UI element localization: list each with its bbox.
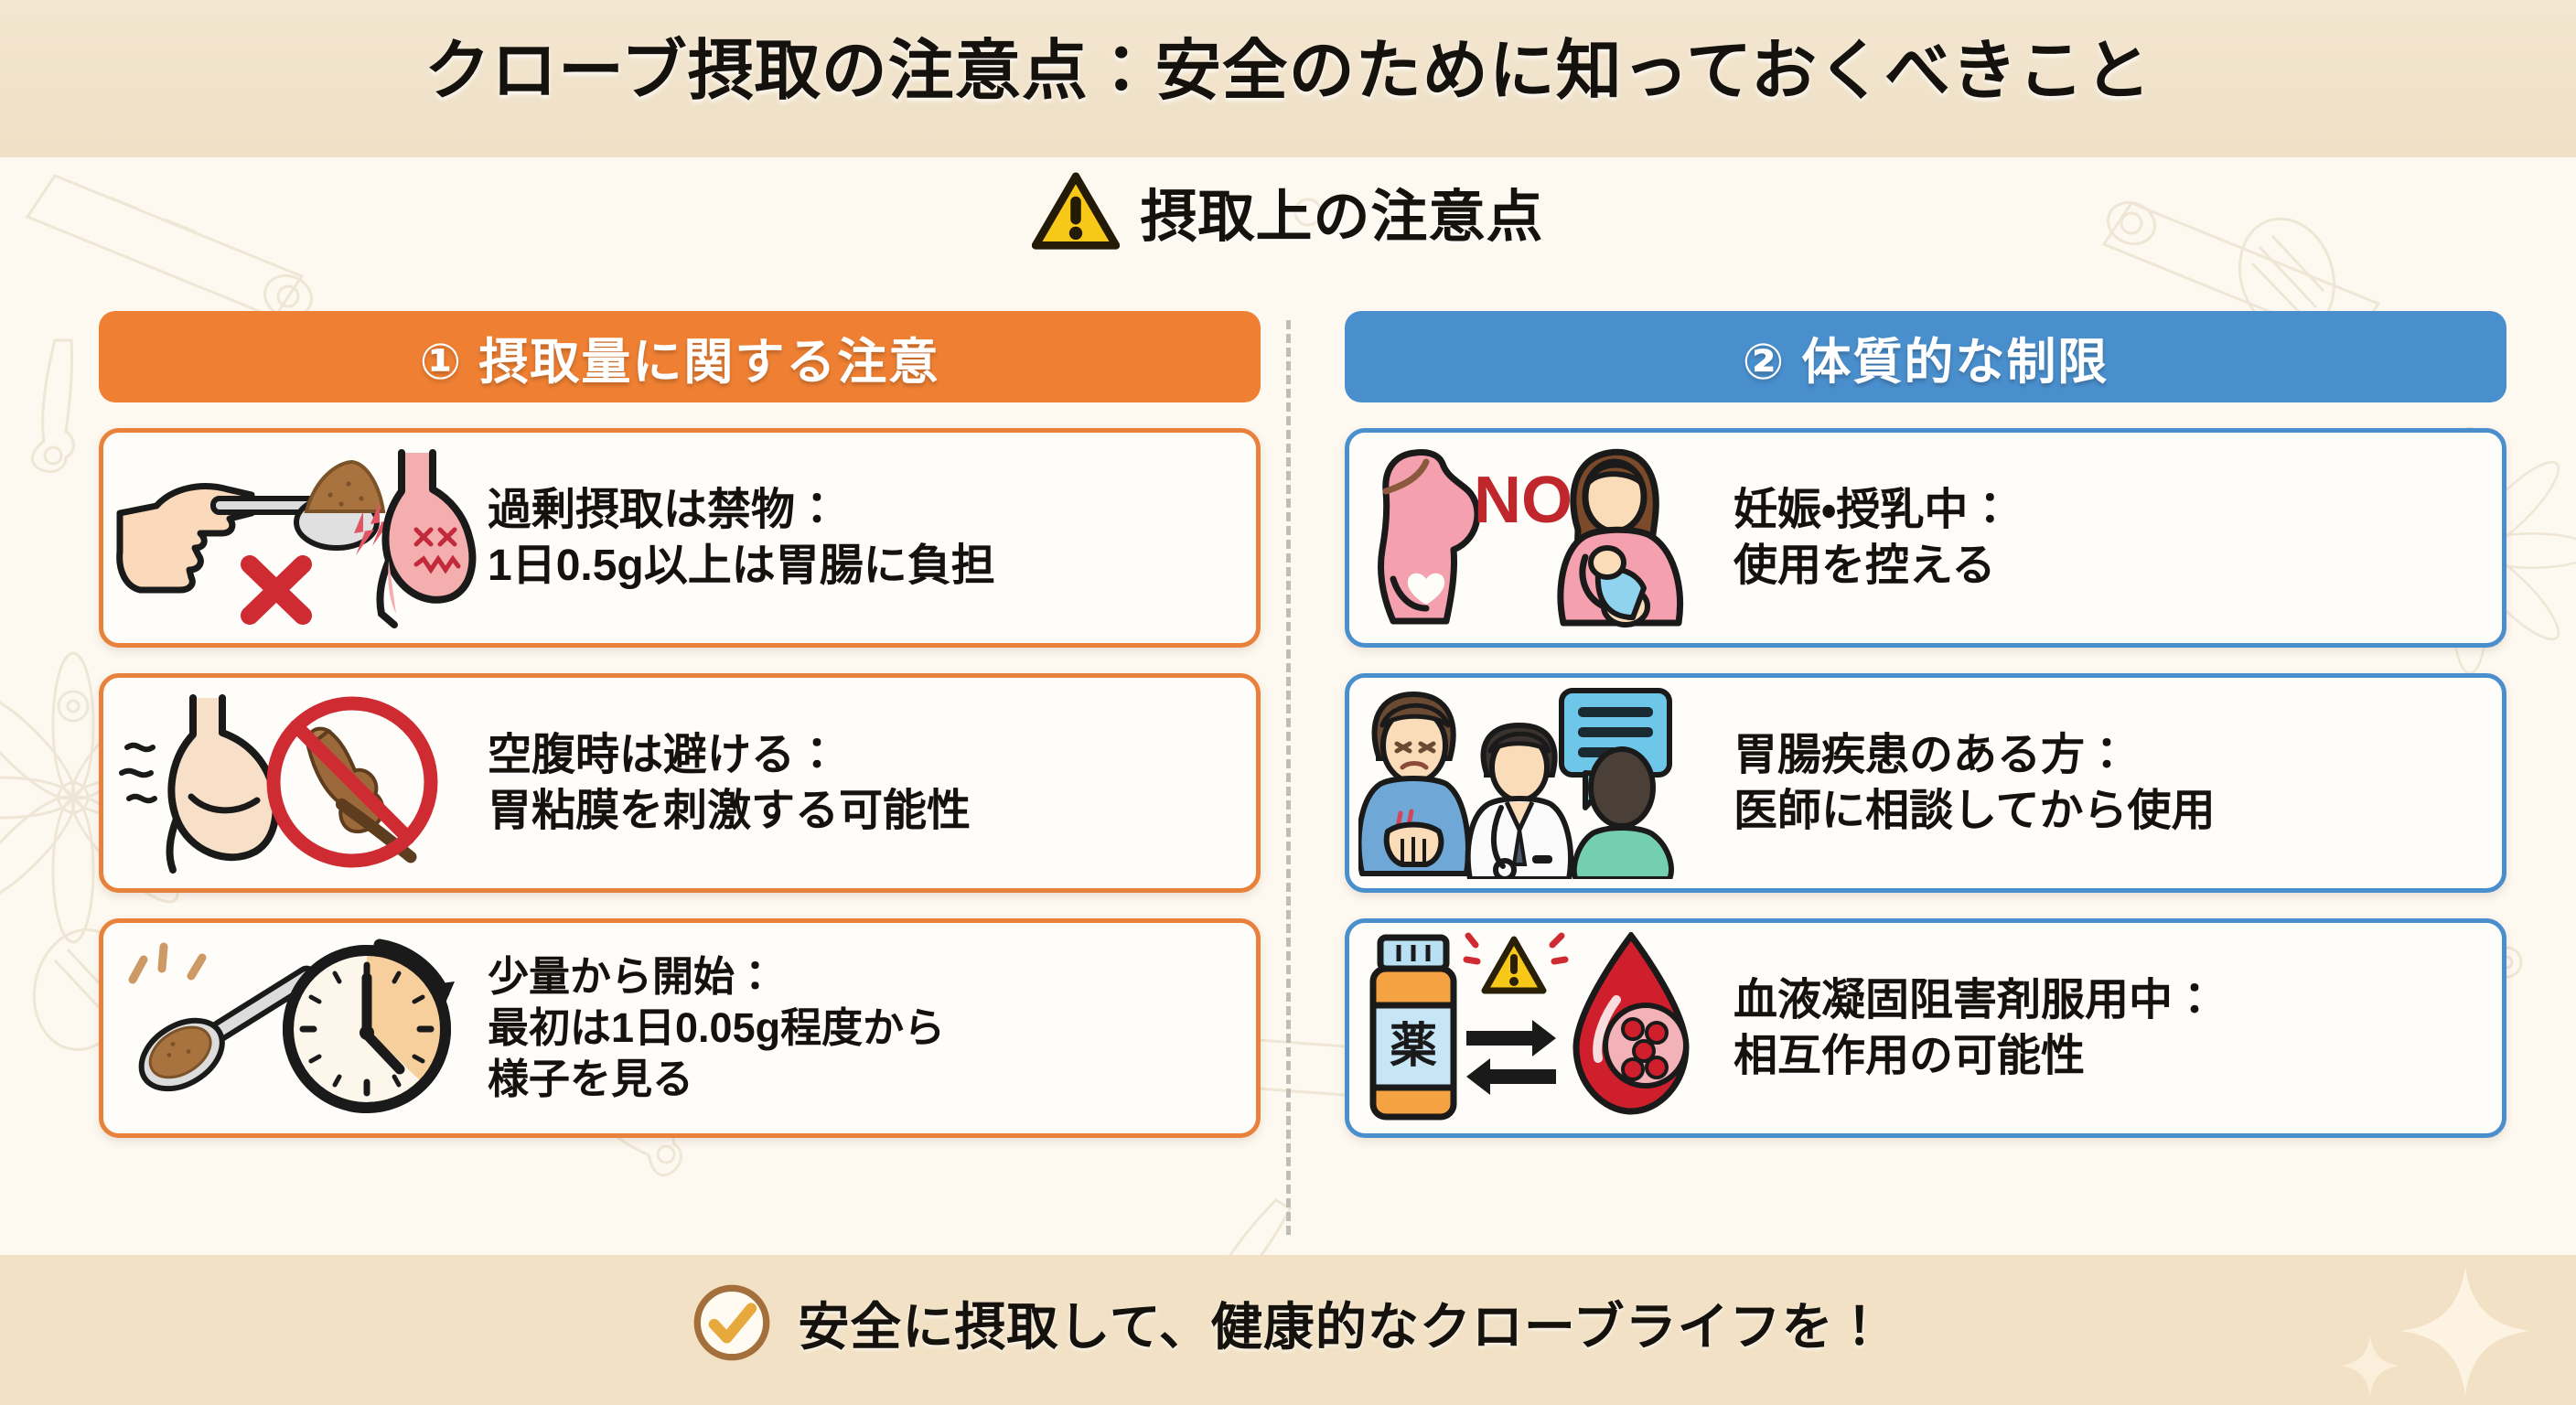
warning-triangle-icon bbox=[1032, 172, 1121, 250]
card-line: 少量から開始： bbox=[488, 953, 777, 1001]
column-intake-amount: ① 摂取量に関する注意 bbox=[99, 311, 1261, 1138]
subtitle-row: 摂取上の注意点 bbox=[0, 170, 2576, 252]
patient-doctor-consult-icon bbox=[1349, 678, 1733, 888]
card-line: 胃粘膜を刺激する可能性 bbox=[488, 787, 971, 835]
card-gastro-disease-consult[interactable]: 胃腸疾患のある方： 医師に相談してから使用 bbox=[1345, 673, 2506, 893]
pregnant-nursing-no-icon: NO bbox=[1349, 433, 1733, 643]
small-spoon-clock-icon bbox=[103, 923, 488, 1133]
card-text: 過剰摂取は禁物： 1日0.5g以上は胃腸に負担 bbox=[488, 482, 1256, 595]
card-line: 胃腸疾患のある方： bbox=[1733, 730, 2130, 779]
card-line: 空腹時は避ける： bbox=[488, 730, 840, 779]
column-divider bbox=[1286, 320, 1291, 1235]
card-line: 相互作用の可能性 bbox=[1733, 1032, 2086, 1080]
card-empty-stomach-warning[interactable]: 空腹時は避ける： 胃粘膜を刺激する可能性 bbox=[99, 673, 1261, 893]
column-header-constitutional-limits: ② 体質的な制限 bbox=[1345, 311, 2506, 402]
column-constitutional-limits: ② 体質的な制限 NO bbox=[1345, 311, 2506, 1138]
columns-area: ① 摂取量に関する注意 bbox=[0, 311, 2576, 1244]
card-line: 血液凝固阻害剤服用中： bbox=[1733, 975, 2217, 1024]
card-text: 血液凝固阻害剤服用中： 相互作用の可能性 bbox=[1733, 972, 2502, 1085]
column-header-intake-amount: ① 摂取量に関する注意 bbox=[99, 311, 1261, 402]
card-anticoagulant-interaction[interactable]: 薬 bbox=[1345, 918, 2506, 1138]
footer-text: 安全に摂取して、健康的なクローブライフを！ bbox=[798, 1297, 1886, 1356]
card-line: 使用を控える bbox=[1733, 542, 1996, 590]
footer-row: 安全に摂取して、健康的なクローブライフを！ bbox=[0, 1281, 2576, 1365]
card-line: 過剰摂取は禁物： bbox=[488, 485, 840, 534]
page-title: クローブ摂取の注意点：安全のために知っておくべきこと bbox=[424, 35, 2152, 108]
empty-stomach-no-clove-icon bbox=[103, 678, 488, 888]
check-circle-icon bbox=[694, 1284, 770, 1361]
card-line: 最初は1日0.05g程度から bbox=[488, 1004, 946, 1052]
card-line: 医師に相談してから使用 bbox=[1733, 787, 2216, 835]
card-text: 空腹時は避ける： 胃粘膜を刺激する可能性 bbox=[488, 727, 1256, 840]
no-label: NO bbox=[1474, 464, 1572, 537]
card-start-small-dose[interactable]: 少量から開始： 最初は1日0.05g程度から 様子を見る bbox=[99, 918, 1261, 1138]
card-text: 妊娠・授乳中： 使用を控える bbox=[1733, 482, 2502, 595]
card-text: 胃腸疾患のある方： 医師に相談してから使用 bbox=[1733, 727, 2502, 840]
top-band bbox=[0, 0, 2576, 157]
subtitle-text: 摂取上の注意点 bbox=[1140, 186, 1544, 249]
card-text: 少量から開始： 最初は1日0.05g程度から 様子を見る bbox=[488, 951, 1256, 1104]
hand-spoon-stomach-pain-icon bbox=[103, 433, 488, 643]
card-line: 1日0.5g以上は胃腸に負担 bbox=[488, 542, 995, 590]
card-overdose-warning[interactable]: 過剰摂取は禁物： 1日0.5g以上は胃腸に負担 bbox=[99, 428, 1261, 648]
medicine-label: 薬 bbox=[1390, 1020, 1437, 1073]
card-pregnancy-nursing[interactable]: NO bbox=[1345, 428, 2506, 648]
card-line: 様子を見る bbox=[488, 1055, 694, 1102]
card-line: 妊娠・授乳中： bbox=[1733, 485, 2012, 534]
medicine-bottle-blood-interaction-icon: 薬 bbox=[1349, 923, 1733, 1133]
